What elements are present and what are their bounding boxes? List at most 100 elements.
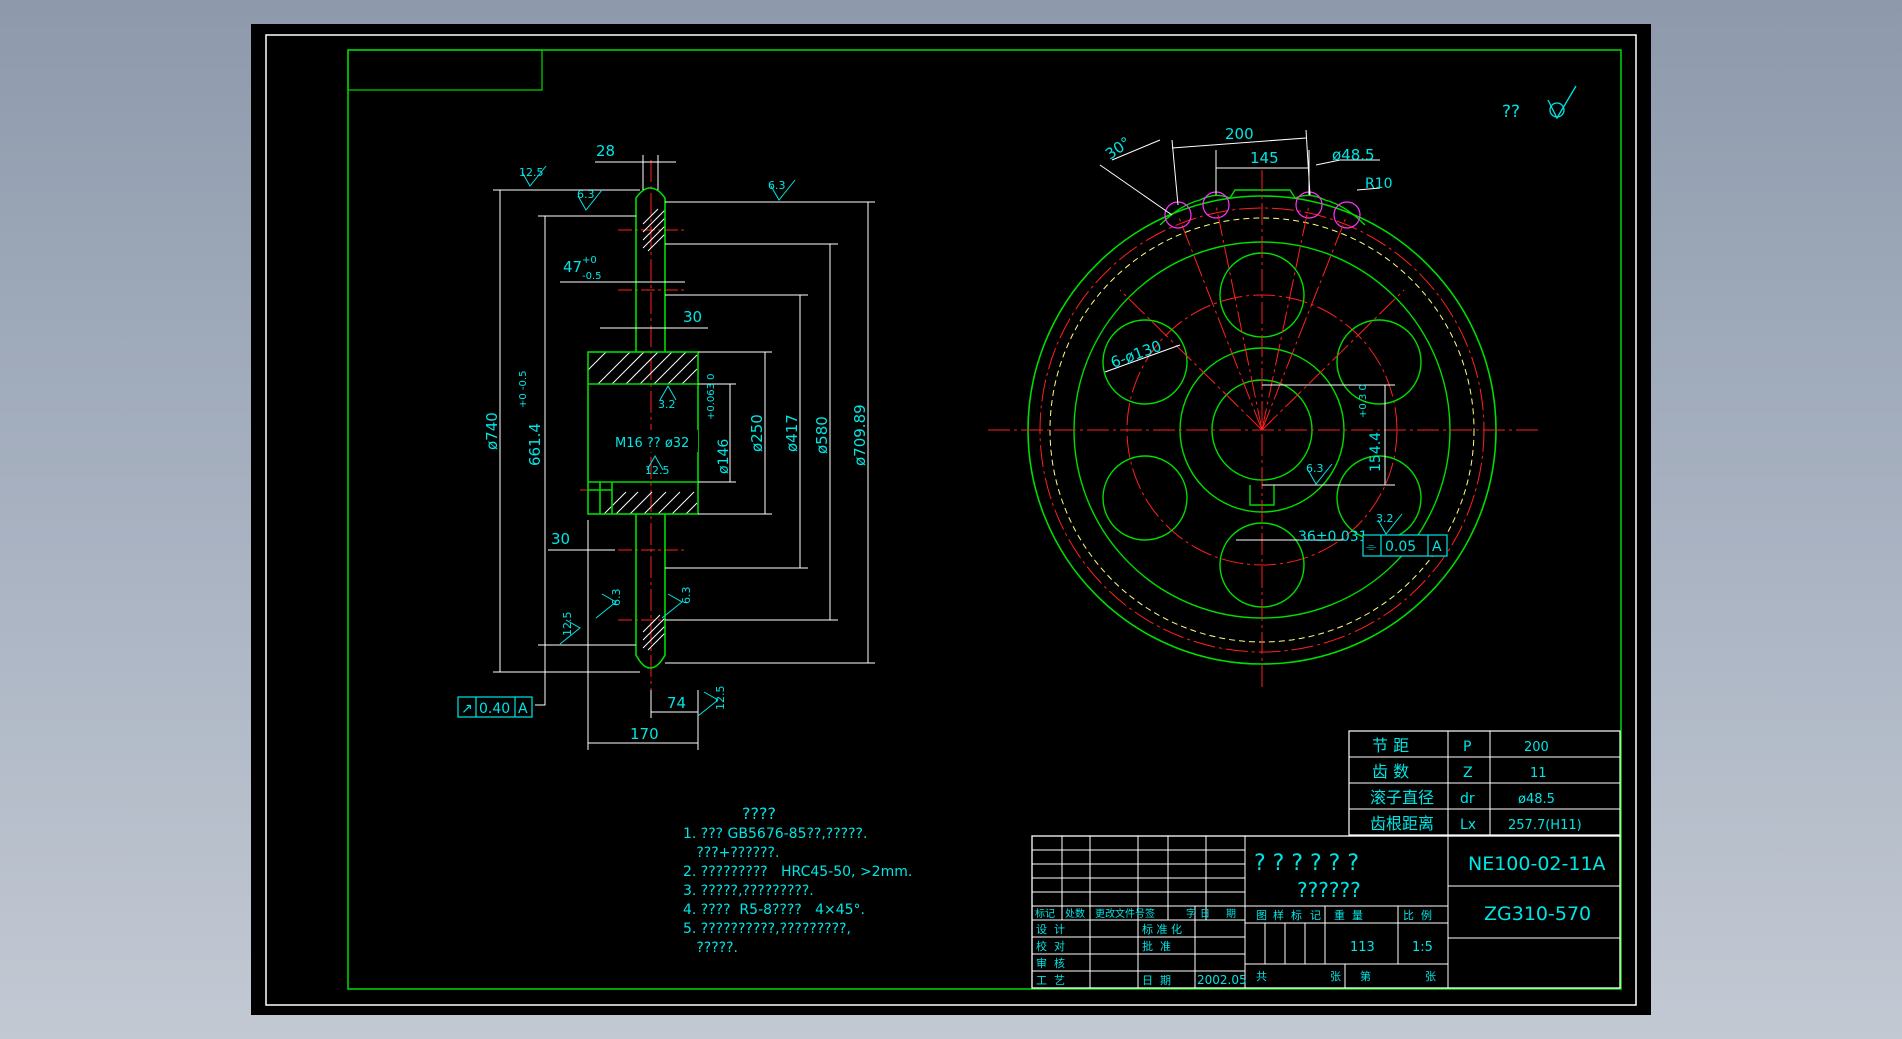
param-name-teeth: 齿 数 (1372, 762, 1409, 781)
sheet-border (265, 34, 1637, 1006)
param-sym-pitch: P (1463, 739, 1471, 755)
dim-74: 74 (667, 694, 686, 712)
scale-value: 1:5 (1412, 940, 1433, 955)
page-sheet-label: 张 (1425, 970, 1436, 983)
roughness-3-2-key: 3.2 (1376, 512, 1394, 525)
note-line-4: 4. ???? R5-8???? 4×45°. (683, 902, 865, 918)
dim-phi146: ø146 (716, 439, 732, 474)
sprocket-params-table: 节 距 P 200 齿 数 Z 11 滚子直径 dr ø48.5 齿根距离 Lx… (1348, 730, 1621, 836)
rev-header-date: 期 (1226, 908, 1236, 920)
section-outline (587, 187, 699, 669)
section-view: 28 47 +0 -0.5 30 30 74 170 ø740 661.4 +0… (457, 142, 1403, 750)
note-line-3: 3. ?????,?????????. (683, 883, 814, 899)
param-val-teeth: 11 (1530, 766, 1547, 781)
param-name-pitch: 节 距 (1372, 736, 1409, 755)
rev-header-docno: 更改文件号 (1095, 907, 1145, 920)
rev-header-char: 字 (1186, 907, 1196, 920)
roughness-6-3-lower-right: 6.3 (680, 587, 693, 605)
row-standard: 标 准 化 (1142, 922, 1182, 936)
general-roughness-symbol: ?? (1502, 85, 1577, 122)
cad-canvas (251, 24, 1651, 1015)
note-line-1: 1. ??? GB5676-85??,?????. (683, 826, 867, 842)
dim-phi48-5: ø48.5 (1332, 146, 1375, 164)
roughness-6-3-right: 6.3 (768, 179, 786, 192)
dim-phi709: ø709.89 (851, 404, 869, 466)
dim-36-key: 36±0.031 (1298, 529, 1368, 545)
dim-phi250: ø250 (748, 414, 766, 452)
param-val-root: 257.7(H11) (1508, 818, 1582, 833)
dim-145: 145 (1250, 149, 1279, 167)
row-check: 校 对 (1036, 939, 1065, 953)
thread-callout: M16 ?? ø32 (615, 436, 689, 451)
note-line-5b: ?????. (683, 940, 738, 956)
row-process: 工 艺 (1036, 974, 1065, 987)
material: ZG310-570 (1484, 903, 1591, 925)
stage-header-weight: 重 量 (1334, 908, 1363, 922)
param-val-pitch: 200 (1524, 740, 1549, 755)
section-dimension-lines (493, 155, 875, 750)
dim-154-4: 154.4 (1368, 432, 1384, 472)
row-review: 审 核 (1036, 956, 1065, 970)
front-dimension-lines (1099, 129, 1395, 541)
row-date-label: 日 期 (1142, 974, 1171, 987)
rev-header-sign: 签 (1145, 907, 1155, 920)
param-sym-roller: dr (1460, 791, 1475, 807)
rev-header-count: 处数 (1065, 907, 1085, 920)
note-line-5: 5. ??????????,?????????, (683, 921, 851, 937)
param-sym-root: Lx (1460, 817, 1476, 833)
stage-header-3: 标 (1291, 908, 1302, 922)
part-name-line2: ?????? (1297, 878, 1361, 902)
notes-title: ???? (742, 804, 776, 823)
note-line-2: 2. ????????? HRC45-50, >2mm. (683, 864, 912, 880)
param-name-root: 齿根距离 (1370, 814, 1434, 833)
runout-value: 0.40 (479, 701, 510, 717)
drawing-number: NE100-02-11A (1468, 853, 1606, 875)
roughness-6-3-lower-left: 6.3 (610, 589, 623, 607)
roughness-12-5-top: 12.5 (519, 166, 544, 179)
rev-header-mark: 标记 (1035, 908, 1055, 920)
symmetry-datum: A (1432, 539, 1442, 555)
dim-661-tol: +0 -0.5 (518, 371, 529, 408)
title-block: 标记 处数 更改文件号 签 字 日 期 设 计 校 对 审 核 工 艺 标 准 … (1031, 835, 1621, 989)
roughness-12-5-lower: 12.5 (561, 612, 574, 637)
roughness-6-3-keyway: 6.3 (1306, 462, 1324, 475)
dim-47-tol-upper: +0 (582, 255, 597, 266)
front-view: 200 145 30° ø48.5 R10 6-ø130 154.4 +0.3 … (988, 125, 1540, 690)
row-approve: 批 准 (1142, 939, 1171, 953)
row-date-value: 2002.05 (1197, 973, 1247, 987)
param-sym-teeth: Z (1463, 765, 1473, 781)
runout-tolerance-frame: ↗ 0.40 A (457, 696, 533, 718)
general-roughness-label: ?? (1502, 102, 1520, 122)
stage-header-1: 图 (1256, 909, 1267, 922)
drawing-frame (347, 49, 1622, 990)
dim-47-tol-lower: -0.5 (582, 271, 602, 282)
total-sheet-label: 张 (1330, 970, 1341, 983)
dim-phi417: ø417 (783, 414, 801, 452)
dim-r10: R10 (1365, 176, 1393, 192)
runout-datum: A (518, 701, 528, 717)
roughness-6-3-top: 6.3 (577, 188, 595, 201)
stage-header-4: 记 (1310, 909, 1321, 922)
weight-value: 113 (1350, 940, 1375, 955)
dim-phi740: ø740 (483, 412, 501, 450)
roughness-3-2-bore: 3.2 (658, 398, 676, 411)
dim-30-upper: 30 (683, 308, 702, 326)
runout-symbol: ↗ (461, 701, 473, 717)
param-name-roller: 滚子直径 (1370, 788, 1434, 807)
dim-phi580: ø580 (813, 416, 831, 454)
total-label: 共 (1256, 970, 1267, 983)
stage-header-scale: 比 例 (1403, 908, 1432, 922)
symmetry-tolerance-frame: ⌯ 0.05 A (1362, 534, 1448, 557)
dim-30-lower: 30 (551, 530, 570, 548)
symmetry-symbol: ⌯ (1366, 540, 1377, 555)
dim-170: 170 (630, 725, 659, 743)
dim-200: 200 (1225, 125, 1254, 143)
roughness-12-5-thread: 12.5 (645, 464, 670, 477)
note-line-1b: ???+??????. (683, 845, 779, 861)
part-name-line1: ? ? ? ? ? ? (1254, 851, 1359, 876)
section-hatching (587, 208, 698, 651)
rev-header-day: 日 (1200, 909, 1210, 920)
dim-28: 28 (596, 142, 615, 160)
reverse-label-box (347, 49, 543, 91)
